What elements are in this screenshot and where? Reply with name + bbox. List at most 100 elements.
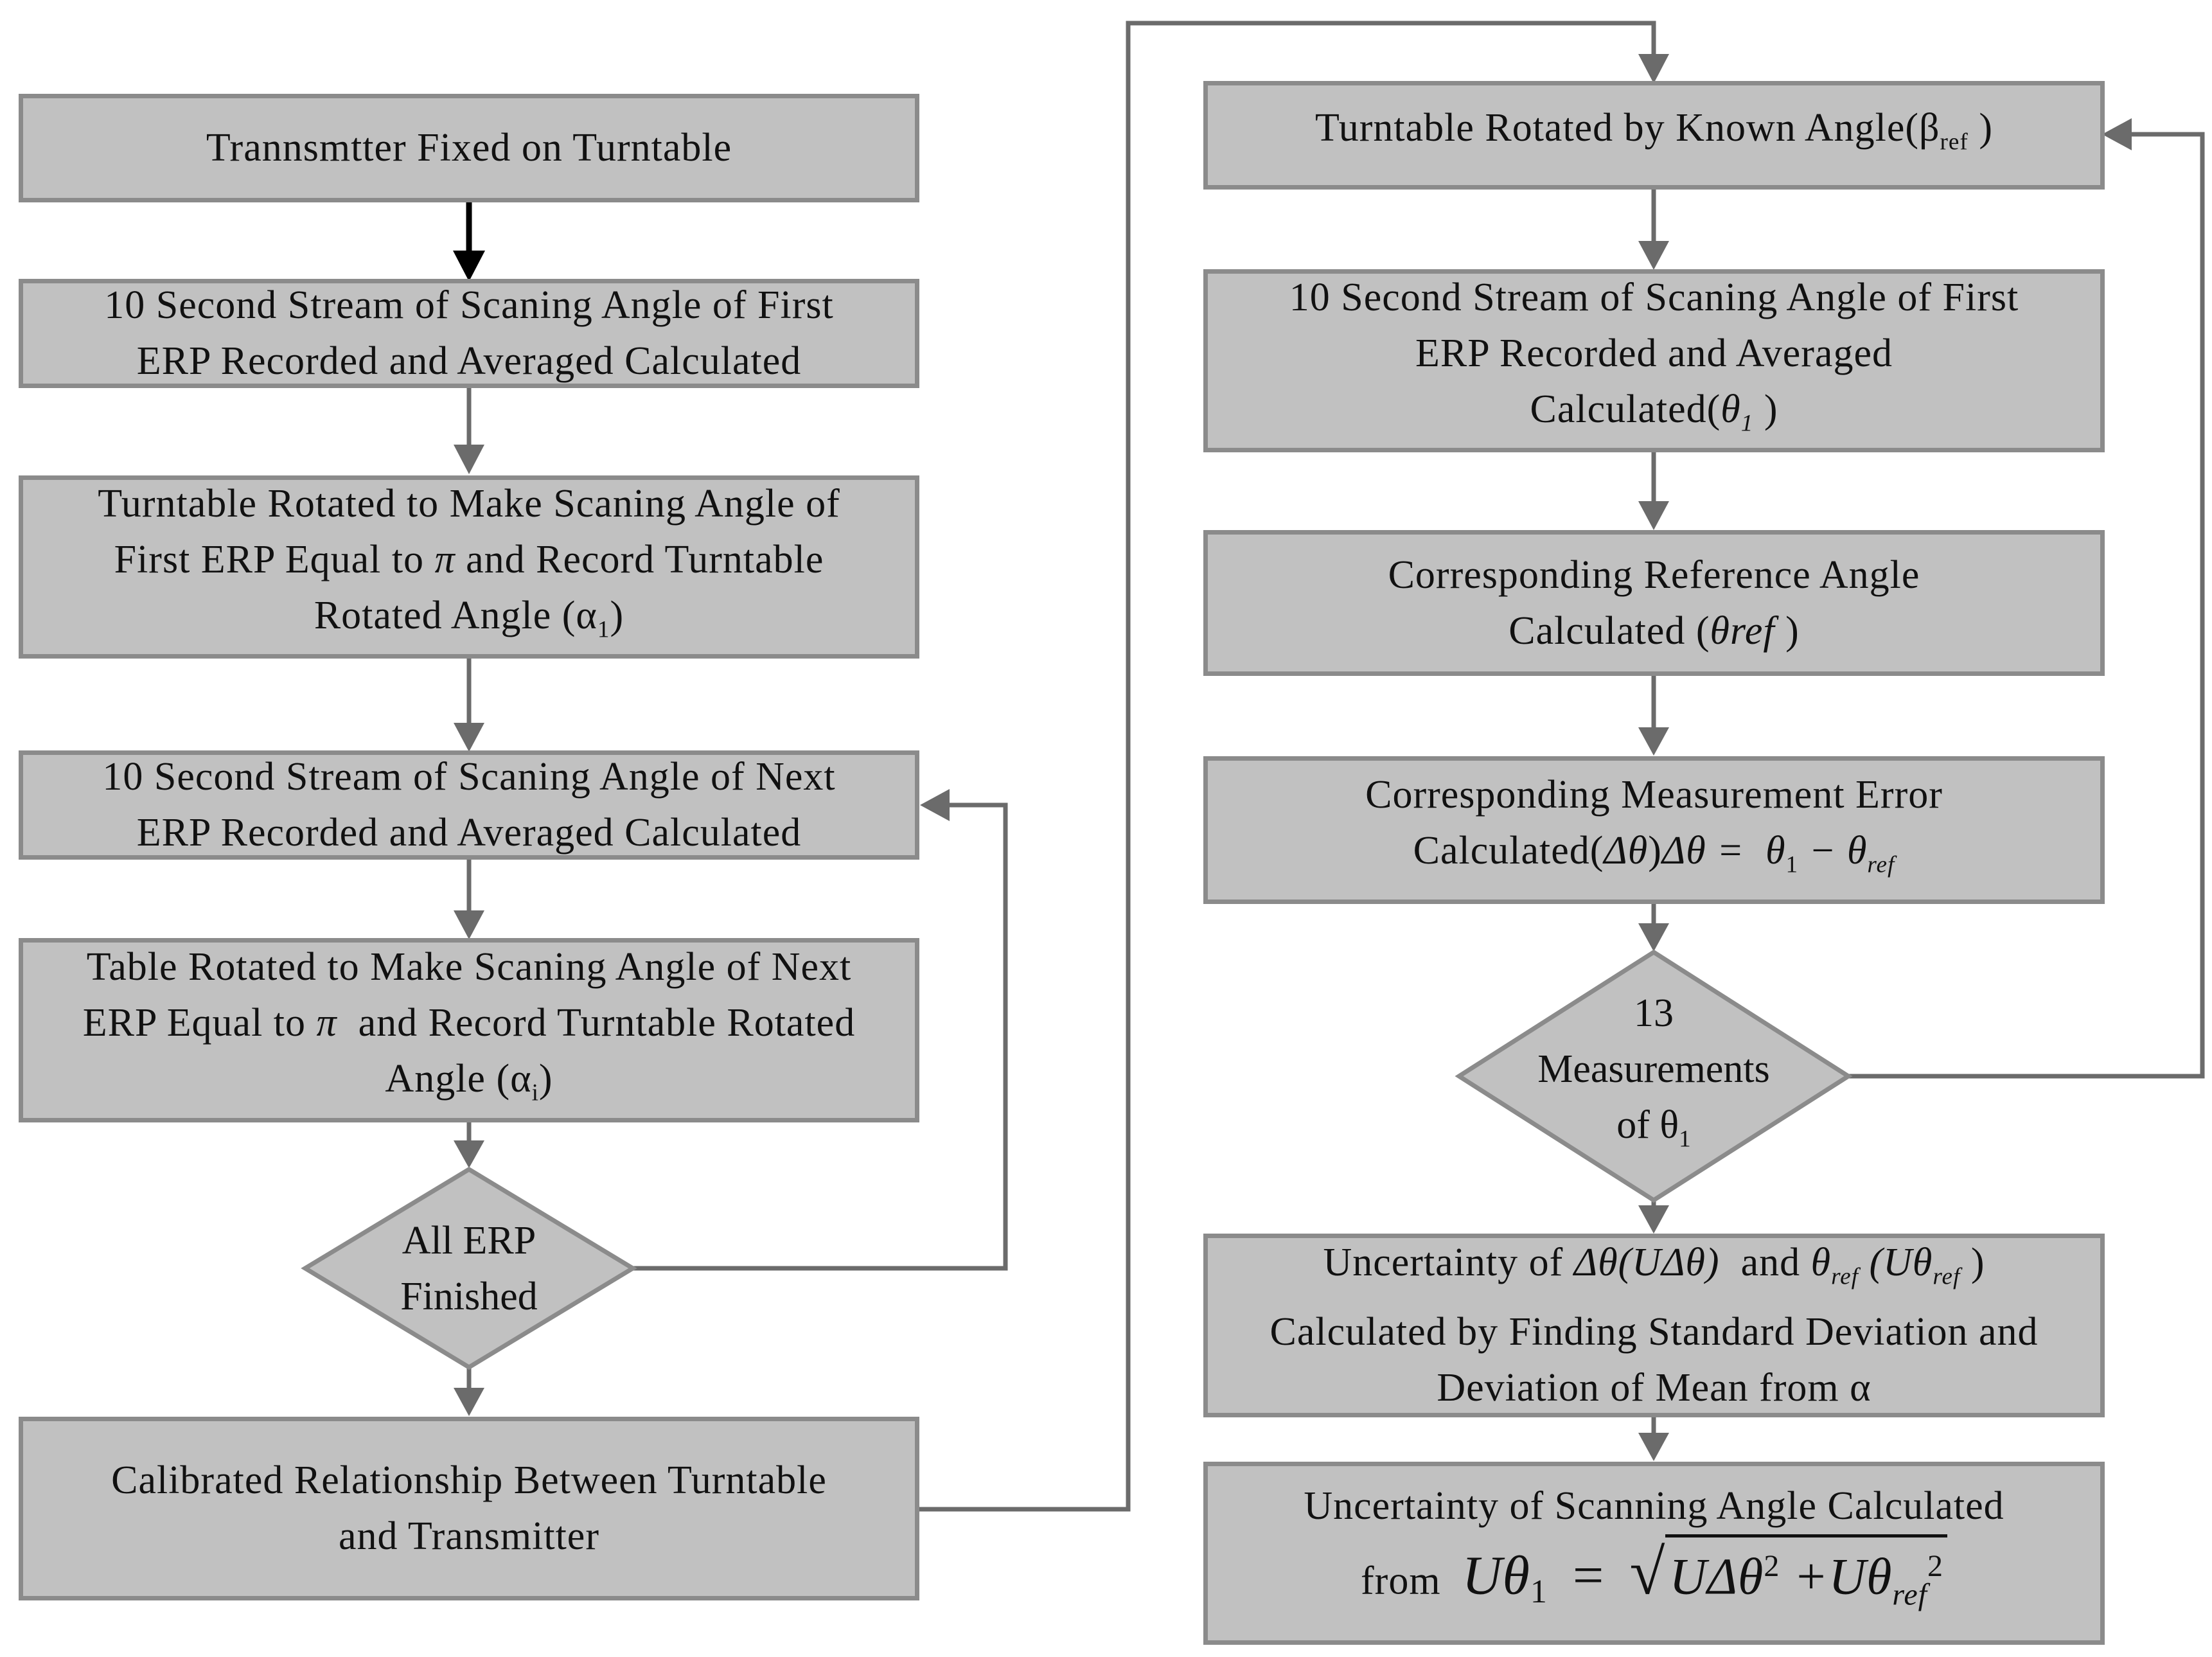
left-flow-arrows — [453, 21, 1669, 1512]
text-line: Uncertainty of Δθ(UΔθ) and θref (Uθref ) — [1323, 1235, 1985, 1304]
subscript: ref — [1867, 851, 1895, 878]
theta-ref-expr: θ — [1810, 1240, 1832, 1284]
text-line: ERP Recorded and Averaged Calculated — [136, 811, 802, 855]
text-segment: and Record Turntable — [455, 538, 824, 582]
arrow-head-d2-r5 — [1638, 1205, 1669, 1234]
text-line: Table Rotated to Make Scaning Angle of N… — [86, 945, 852, 989]
subscript: 1 — [597, 616, 610, 643]
text-segment: from — [1361, 1559, 1452, 1604]
arrow-head-b4-b5 — [454, 910, 484, 939]
text-line: Calculated(θ1 ) — [1530, 382, 1778, 451]
arrow-head-r2-r3 — [1638, 501, 1669, 530]
superscript: 2 — [1927, 1549, 1943, 1584]
arrow-head-b3-b4 — [454, 723, 484, 752]
text-line: ERP Recorded and Averaged — [1415, 332, 1893, 376]
subscript: ref — [1933, 1263, 1961, 1290]
text-segment: ERP Equal to — [82, 1001, 317, 1045]
pi-symbol: π — [434, 538, 456, 582]
box-table-rotated-next: Table Rotated to Make Scaning Angle of N… — [19, 938, 919, 1122]
box-turntable-known-angle: Turntable Rotated by Known Angle(βref ) — [1203, 81, 2105, 190]
text-line: Angle (αi) — [385, 1051, 553, 1121]
arrow-head-b1-b2 — [453, 251, 485, 281]
text-line: Calculated(Δθ)Δθ = θ1 − θref — [1413, 823, 1895, 892]
text-line: 10 Second Stream of Scaning Angle of Nex… — [102, 755, 836, 799]
link-b6-to-r1 — [919, 21, 1656, 1512]
radicand: UΔθ2 +Uθref2 — [1665, 1534, 1947, 1624]
text-line: Turntable Rotated to Make Scaning Angle … — [98, 482, 840, 526]
arrow-head-link-r1 — [1638, 54, 1669, 84]
text-line: Corresponding Measurement Error — [1365, 773, 1943, 817]
superscript: 2 — [1764, 1549, 1780, 1584]
u-theta-ref-expr: (Uθ — [1859, 1240, 1933, 1284]
decision-text-all-erp: All ERP Finished — [341, 1208, 597, 1330]
text-segment: Calculated ( — [1509, 608, 1710, 653]
text-line: ERP Recorded and Averaged Calculated — [136, 339, 802, 383]
text-line: Measurements — [1537, 1047, 1770, 1091]
formula-term: UΔθ — [1669, 1549, 1764, 1606]
loop-d1-to-b4 — [633, 802, 1008, 1271]
box-scanning-angle-uncertainty: Uncertainty of Scanning Angle Calculated… — [1203, 1462, 2105, 1645]
box-uncertainty-delta-theta: Uncertainty of Δθ(UΔθ) and θref (Uθref )… — [1203, 1234, 2105, 1417]
arrow-head-r4-d2 — [1638, 923, 1669, 952]
text-line: Calculated by Finding Standard Deviation… — [1270, 1310, 2039, 1354]
text-segment: of θ — [1616, 1103, 1679, 1147]
text-segment: ) — [1968, 106, 1993, 150]
arrow-head-r3-r4 — [1638, 727, 1669, 756]
radical-sign: √ — [1629, 1537, 1666, 1609]
delta-theta-expr: Δθ(UΔθ) — [1573, 1240, 1720, 1284]
box-turntable-rotated-first: Turntable Rotated to Make Scaning Angle … — [19, 475, 919, 659]
decision-13-measurements — [1455, 949, 1853, 1203]
text-segment: Turntable Rotated by Known Angle(β — [1315, 106, 1940, 150]
arrow-head-r5-r6 — [1638, 1433, 1669, 1461]
text-line: 10 Second Stream of Scaning Angle of Fir… — [1289, 276, 2019, 320]
subscript: 1 — [1679, 1126, 1691, 1153]
box-transmitter-fixed: Trannsmtter Fixed on Turntable — [19, 94, 919, 202]
text-line: Uncertainty of Scanning Angle Calculated — [1304, 1484, 2004, 1529]
box-calibrated-relationship: Calibrated Relationship Between Turntabl… — [19, 1417, 919, 1600]
decision-all-erp-finished — [301, 1166, 637, 1370]
text-segment: ) — [538, 1057, 553, 1101]
text-segment: Rotated Angle (α — [314, 594, 597, 638]
text-line: 10 Second Stream of Scaning Angle of Fir… — [104, 283, 834, 327]
error-equation: Δθ = θ — [1661, 829, 1786, 873]
text-segment: ) — [1753, 387, 1778, 432]
subscript: ref — [1831, 1263, 1859, 1290]
text-line: Trannsmtter Fixed on Turntable — [206, 126, 732, 170]
formula-lhs: Uθ — [1462, 1545, 1530, 1607]
text-line: Calibrated Relationship Between Turntabl… — [111, 1458, 827, 1502]
right-flow-arrows — [1638, 118, 2205, 1461]
text-segment: Calculated( — [1530, 387, 1721, 432]
text-segment: ) — [610, 594, 624, 638]
arrow-head-d1-b6 — [454, 1388, 484, 1416]
loop-d2-to-r1 — [1848, 132, 2205, 1079]
text-segment: Angle (α — [385, 1057, 532, 1101]
box-next-erp-recorded: 10 Second Stream of Scaning Angle of Nex… — [19, 750, 919, 860]
arrow-head-loop-b4 — [920, 789, 950, 821]
text-segment: ) — [1648, 829, 1662, 873]
text-line: 13 — [1634, 991, 1674, 1035]
text-segment: ) — [1960, 1240, 1985, 1284]
text-segment: and Record Turntable Rotated — [337, 1001, 856, 1045]
box-reference-angle: Corresponding Reference Angle Calculated… — [1203, 530, 2105, 676]
decision-text-13-measurements: 13 Measurements of θ1 — [1512, 989, 1795, 1163]
text-line: Deviation of Mean from α — [1437, 1366, 1871, 1410]
arrow-head-b5-d1 — [454, 1140, 484, 1168]
text-segment: and — [1719, 1240, 1811, 1284]
text-line: and Transmitter — [339, 1514, 599, 1558]
subscript: ref — [1940, 128, 1969, 155]
text-line: Corresponding Reference Angle — [1388, 553, 1920, 597]
text-line: Rotated Angle (α1) — [314, 588, 624, 657]
subscript: 1 — [1530, 1573, 1548, 1611]
subscript: i — [531, 1079, 539, 1106]
subscript: 1 — [1785, 851, 1799, 878]
text-segment: ) — [1774, 608, 1800, 653]
formula-equals: = — [1558, 1545, 1619, 1607]
formula-term: +Uθ — [1780, 1549, 1893, 1606]
theta-ref-symbol: θref — [1710, 608, 1775, 653]
box-first-erp-recorded: 10 Second Stream of Scaning Angle of Fir… — [19, 279, 919, 388]
text-line: All ERP — [402, 1219, 536, 1263]
text-line: First ERP Equal to π and Record Turntabl… — [114, 532, 824, 588]
arrow-head-b2-b3 — [454, 445, 484, 474]
box-measurement-error: Corresponding Measurement Error Calculat… — [1203, 756, 2105, 904]
